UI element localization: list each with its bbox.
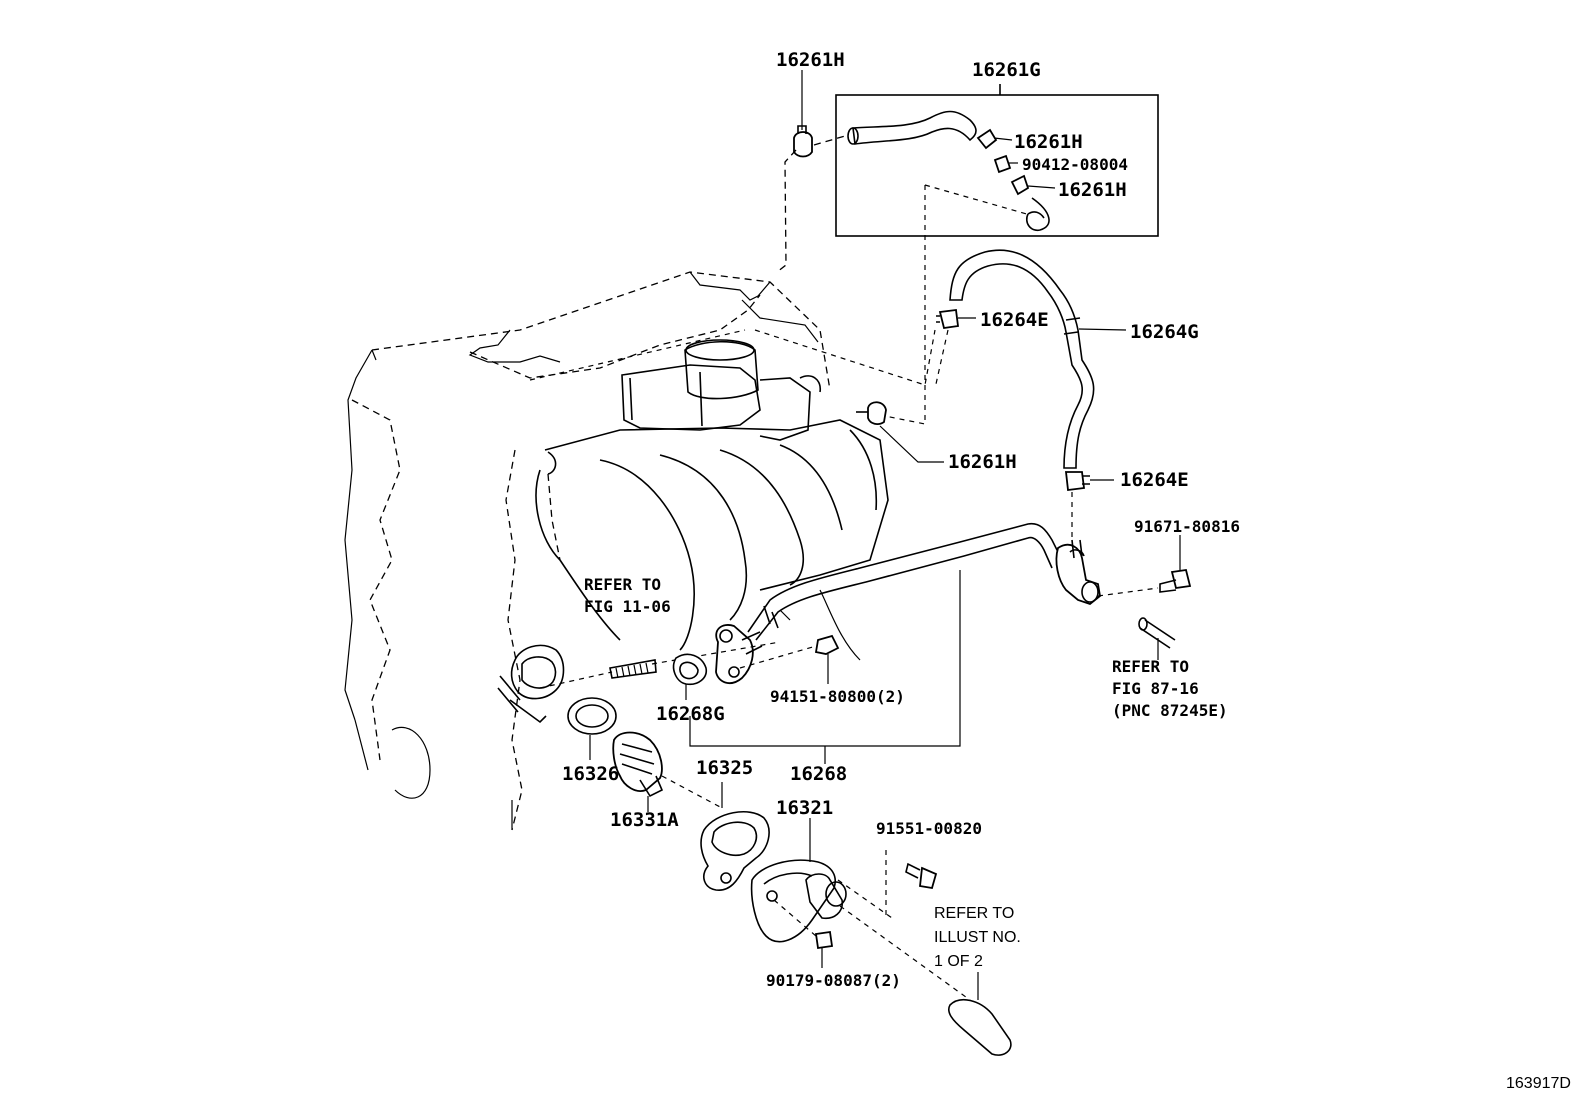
label-16331A: 16331A: [610, 809, 679, 831]
leader-dash-a: [867, 185, 926, 425]
label-16264E-bot: 16264E: [1120, 469, 1189, 491]
label-90412-08004: 90412-08004: [1022, 155, 1128, 174]
ref-illust-line3: 1 OF 2: [934, 953, 983, 970]
clamp-16261H-top: [776, 70, 846, 273]
label-16261H-a: 16261H: [1014, 131, 1083, 153]
label-16261H-top: 16261H: [776, 49, 845, 71]
intake-manifold: [535, 339, 889, 661]
label-16264G: 16264G: [1130, 321, 1199, 343]
ref-fig-11-06-line2: FIG 11-06: [584, 597, 671, 616]
ref-fig-11-06: REFER TO FIG 11-06: [584, 575, 671, 616]
label-16264E-top: 16264E: [980, 309, 1049, 331]
thermostat-assembly: [497, 644, 1012, 1056]
ref-fig-87-16-line3: (PNC 87245E): [1112, 701, 1228, 720]
label-16261H-mid: 16261H: [948, 451, 1017, 473]
ref-fig-87-16-line2: FIG 87-16: [1112, 679, 1199, 698]
hose-16264G: [949, 249, 1127, 469]
label-16326: 16326: [562, 763, 619, 785]
label-94151-80800: 94151-80800(2): [770, 687, 905, 706]
label-16261H-b: 16261H: [1058, 179, 1127, 201]
ref-illust-line1: REFER TO: [934, 905, 1014, 922]
label-91551-00820: 91551-00820: [876, 819, 982, 838]
ref-illust-line2: ILLUST NO.: [934, 929, 1021, 946]
ref-illust-1-of-2: REFER TO ILLUST NO. 1 OF 2: [934, 905, 1021, 970]
label-16268: 16268: [790, 763, 847, 785]
label-16325: 16325: [696, 757, 753, 779]
diagram-id: 163917D: [1506, 1075, 1571, 1092]
bypass-pipe-16268: [539, 522, 1192, 764]
label-16321: 16321: [776, 797, 833, 819]
ref-fig-87-16-line1: REFER TO: [1112, 657, 1189, 676]
leader-dash-b: [754, 329, 936, 386]
hose-kit-box: [835, 84, 1159, 237]
clamp-16261H-mid: [856, 401, 944, 463]
clamp-16264E-top: [935, 308, 976, 385]
label-90179-08087: 90179-08087(2): [766, 971, 901, 990]
label-16261G: 16261G: [972, 59, 1041, 81]
label-91671-80816: 91671-80816: [1134, 517, 1240, 536]
clamp-16264E-bot: [1064, 471, 1114, 540]
leader-dash-c: [529, 329, 746, 381]
ref-fig-11-06-line1: REFER TO: [584, 575, 661, 594]
ref-fig-87-16: REFER TO FIG 87-16 (PNC 87245E): [1112, 657, 1228, 720]
label-16268G: 16268G: [656, 703, 725, 725]
engine-block-outline: [344, 271, 831, 831]
